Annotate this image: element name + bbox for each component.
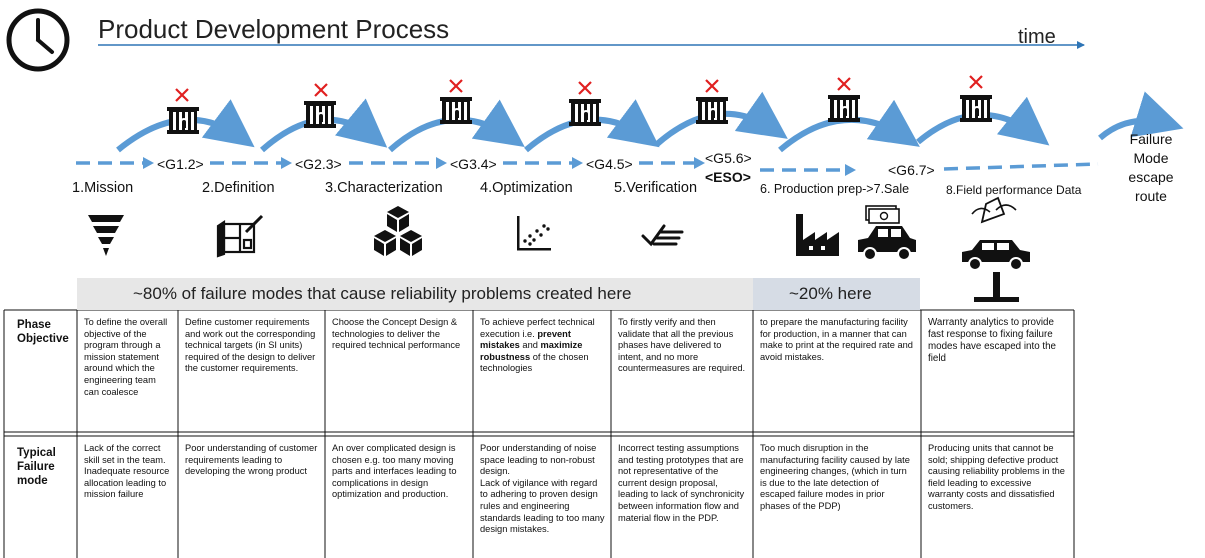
page-title: Product Development Process	[98, 14, 450, 44]
time-label: time	[1018, 26, 1056, 48]
phase-label-characterization: 3.Characterization	[325, 180, 443, 196]
clock-icon	[6, 8, 70, 72]
band-20-text: ~20% here	[789, 284, 872, 303]
gate-label-g34: <G3.4>	[450, 156, 497, 172]
objective-cell-characterization: Choose the Concept Design & technologies…	[332, 317, 461, 351]
failure-cell-field: Producing units that cannot be sold; shi…	[928, 443, 1065, 511]
checklist-icon	[641, 224, 684, 247]
failure-cell-production: Too much disruption in the manufacturing…	[760, 443, 910, 511]
timeline-dashes	[76, 161, 1099, 172]
escape-route-label: Failure Mode escape route	[1128, 131, 1174, 204]
blueprint-icon	[216, 214, 264, 258]
gate-label-g56: <G5.6>	[705, 150, 752, 166]
failure-cell-optimization: Poor understanding of noise space leadin…	[480, 443, 605, 535]
band-80-text: ~80% of failure modes that cause reliabi…	[133, 284, 632, 303]
band-80-percent: ~80% of failure modes that cause reliabi…	[77, 278, 753, 310]
factory-icon	[796, 214, 839, 256]
objective-cell-verification: To firstly verify and then validate that…	[618, 317, 746, 374]
failure-cell-mission: Lack of the correct skill set in the tea…	[84, 443, 170, 500]
gate-label-eso: <ESO>	[705, 169, 751, 185]
objective-cell-field: Warranty analytics to provide fast respo…	[928, 317, 1056, 364]
table-grid	[3, 309, 1075, 558]
cubes-icon	[374, 206, 422, 256]
phase-label-optimization: 4.Optimization	[480, 180, 573, 196]
objective-cell-production: to prepare the manufacturing facility fo…	[760, 317, 913, 362]
gate-label-g67: <G6.7>	[888, 162, 935, 178]
gate-blocked-icons	[167, 74, 992, 134]
gate-label-g23: <G2.3>	[295, 156, 342, 172]
funnel-icon	[88, 215, 124, 256]
gate-label-g12: <G1.2>	[157, 156, 204, 172]
car-money-icon	[858, 205, 916, 261]
gate-label-g45: <G4.5>	[586, 156, 633, 172]
band-20-percent: ~20% here	[753, 278, 920, 310]
phase-label-verification: 5.Verification	[614, 180, 698, 196]
row-label-phase-objective: Phase Objective	[17, 319, 69, 345]
phase-label-mission: 1.Mission	[72, 180, 134, 196]
scatter-plot-icon	[517, 216, 551, 251]
objective-cell-optimization: To achieve perfect technical execution i…	[480, 317, 595, 374]
failure-cell-characterization: An over complicated design is chosen e.g…	[332, 443, 457, 500]
phase-label-definition: 2.Definition	[202, 180, 275, 196]
failure-cell-definition: Poor understanding of customer requireme…	[185, 443, 318, 477]
phase-label-production-sale: 6. Production prep->7.Sale	[760, 182, 910, 196]
phase-label-field-performance: 8.Field performance Data	[946, 183, 1082, 197]
failure-cell-verification: Incorrect testing assumptions and testin…	[618, 443, 745, 523]
objective-cell-mission: To define the overall objective of the p…	[84, 317, 168, 397]
objective-cell-definition: Define customer requirements and work ou…	[185, 317, 316, 374]
gate-curved-arrows	[116, 91, 1184, 153]
timeline-arrowheads	[143, 157, 856, 176]
car-lift-icon	[962, 196, 1030, 302]
row-label-typical-failure-mode: Typical Failure mode	[17, 447, 56, 487]
